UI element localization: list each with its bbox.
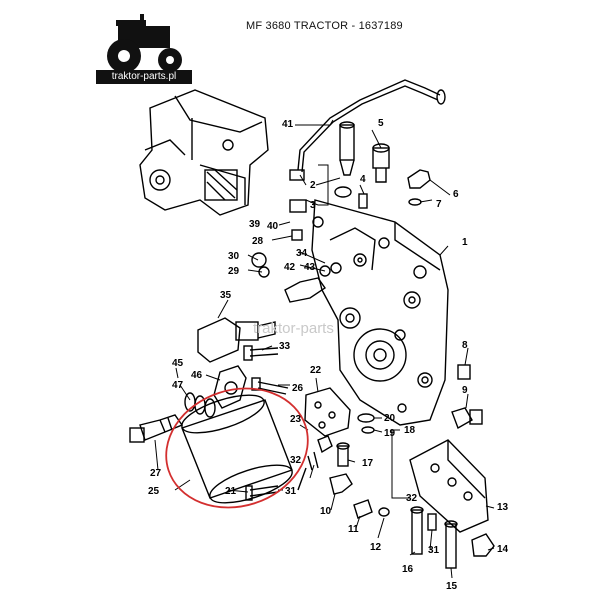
bolt-17-drawing <box>336 442 350 467</box>
small-fittings-drawing <box>251 229 342 303</box>
callout-29: 29 <box>228 266 240 277</box>
bolt-21-drawing <box>245 485 279 501</box>
callout-12: 12 <box>370 542 382 553</box>
seals-19-20-drawing <box>357 413 375 434</box>
callout-8: 8 <box>462 340 468 351</box>
bolt-26-drawing <box>251 377 289 395</box>
callout-22: 22 <box>310 365 322 376</box>
callout-35: 35 <box>220 290 232 301</box>
callout-28: 28 <box>252 236 264 247</box>
callout-13: 13 <box>497 502 509 513</box>
watermark-text: traktor-parts <box>253 320 334 337</box>
callout-30: 30 <box>228 251 240 262</box>
callout-33: 33 <box>279 341 291 352</box>
part-2-drawing <box>334 121 355 198</box>
adaptor-46-drawing <box>213 365 247 409</box>
aux-valve-13-drawing <box>409 439 489 533</box>
part-12-drawing <box>378 507 390 517</box>
callout-2: 2 <box>310 180 316 191</box>
fitting-32-drawing <box>297 435 333 491</box>
callout-25: 25 <box>148 486 160 497</box>
callout-15: 15 <box>446 581 458 592</box>
callout-23: 23 <box>290 414 302 425</box>
plate-22-drawing <box>304 387 351 437</box>
part-6-drawing <box>407 169 431 206</box>
logo-text: traktor-parts.pl <box>96 70 192 84</box>
callout-40: 40 <box>267 221 279 232</box>
pipe-41-drawing <box>289 79 446 181</box>
callout-6: 6 <box>453 189 459 200</box>
callout-21: 21 <box>225 486 237 497</box>
callout-17: 17 <box>362 458 374 469</box>
callout-32-left: 32 <box>290 455 302 466</box>
filter-25-drawing <box>181 394 293 504</box>
callout-45: 45 <box>172 358 184 369</box>
highlight-ellipse <box>165 387 309 509</box>
callout-26: 26 <box>292 383 304 394</box>
page-title: MF 3680 TRACTOR - 1637189 <box>246 20 403 32</box>
callout-labels: 41 1 2 3 4 5 6 7 39 40 28 30 29 34 42 43… <box>148 118 509 592</box>
callout-14: 14 <box>497 544 509 555</box>
callout-41: 41 <box>282 119 294 130</box>
callout-20: 20 <box>384 413 396 424</box>
part-11-drawing <box>353 499 373 519</box>
callout-5: 5 <box>378 118 384 129</box>
lift-housing-drawing <box>139 89 269 216</box>
part-10-drawing <box>329 473 353 495</box>
callout-39: 39 <box>249 219 261 230</box>
leader-lines <box>154 119 495 579</box>
callout-18: 18 <box>404 425 416 436</box>
callout-19: 19 <box>384 428 396 439</box>
callout-10: 10 <box>320 506 332 517</box>
part-39-40-drawing <box>289 199 324 228</box>
bolt-33-drawing <box>243 345 279 361</box>
part-4-drawing <box>358 193 368 209</box>
callout-34: 34 <box>296 248 308 259</box>
part-8-drawing <box>457 364 471 380</box>
o-rings-47-drawing <box>184 392 216 418</box>
callout-7: 7 <box>436 199 442 210</box>
callout-11: 11 <box>348 524 359 535</box>
callout-32-right: 32 <box>406 493 418 504</box>
callout-42: 42 <box>284 262 296 273</box>
callout-46: 46 <box>191 370 203 381</box>
callout-4: 4 <box>360 174 366 185</box>
callout-3: 3 <box>310 200 316 211</box>
part-9-drawing <box>451 407 483 430</box>
solenoid-35-drawing <box>197 317 276 363</box>
callout-9: 9 <box>462 385 468 396</box>
callout-47: 47 <box>172 380 184 391</box>
part-14-drawing <box>471 533 495 557</box>
callout-16: 16 <box>402 564 414 575</box>
callout-31-lower: 31 <box>428 545 440 556</box>
callout-1: 1 <box>462 237 468 248</box>
callout-27: 27 <box>150 468 162 479</box>
callout-43: 43 <box>304 262 316 273</box>
callout-31-upper: 31 <box>285 486 297 497</box>
part-5-drawing <box>372 143 390 183</box>
bolt-31-lower-drawing <box>427 513 437 531</box>
tractor-logo <box>107 14 182 73</box>
bolt-16-drawing <box>410 506 424 555</box>
